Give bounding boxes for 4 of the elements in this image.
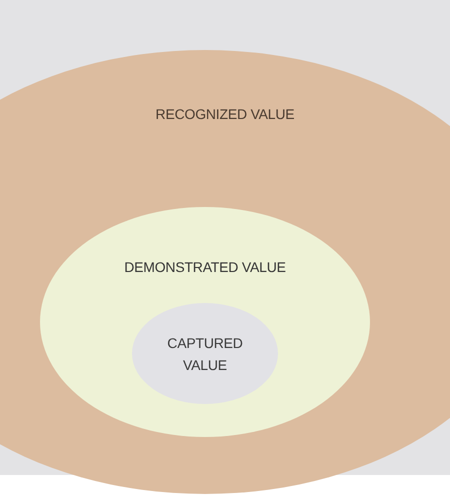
ellipse-label: RECOGNIZED VALUE bbox=[156, 106, 294, 122]
ellipse-label: DEMONSTRATED VALUE bbox=[124, 259, 286, 275]
ellipse-label: CAPTURED VALUE bbox=[167, 334, 243, 374]
value-ellipse bbox=[40, 207, 370, 437]
